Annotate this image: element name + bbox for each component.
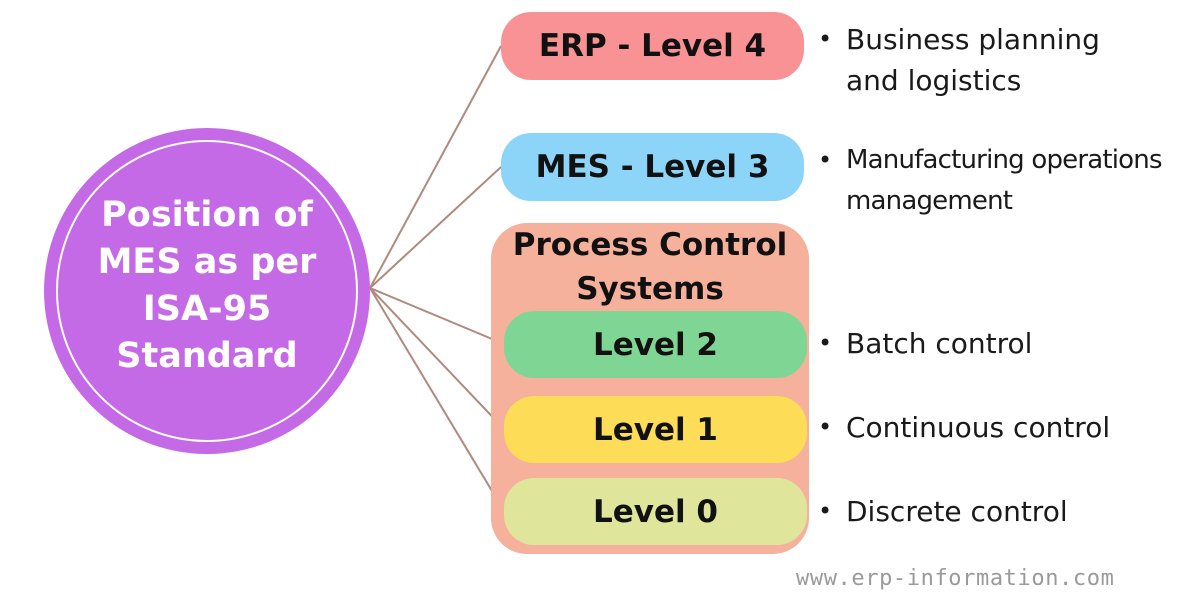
level-2-box: Level 2: [504, 311, 807, 378]
process-control-systems-title: Process Control Systems: [512, 227, 788, 307]
level-0-description: • Discrete control: [818, 491, 1068, 532]
connector-level0: [369, 287, 505, 512]
erp-description: • Business planning and logistics: [818, 19, 1100, 101]
watermark: www.erp-information.com: [796, 566, 1115, 591]
bullet-icon: •: [818, 329, 833, 357]
central-ring: [56, 140, 358, 442]
level-1-description: • Continuous control: [818, 407, 1110, 448]
level-0-box: Level 0: [504, 478, 807, 545]
level-1-description-text: Continuous control: [846, 411, 1111, 444]
connector-level1: [369, 287, 505, 430]
central-title: Position of MES as per ISA-95 Standard: [97, 195, 317, 376]
mes-description-text: Manufacturing operations management: [846, 145, 1163, 216]
level-2-description: • Batch control: [818, 323, 1032, 364]
bullet-icon: •: [818, 497, 833, 525]
connector-erp: [369, 45, 502, 289]
connector-level2: [369, 287, 505, 345]
level-1-box: Level 1: [504, 396, 807, 463]
mes-level-3-box: MES - Level 3: [501, 133, 804, 201]
bullet-icon: •: [818, 25, 833, 53]
level-2-description-text: Batch control: [846, 327, 1033, 360]
level-0-description-text: Discrete control: [846, 495, 1068, 528]
erp-description-text: Business planning and logistics: [846, 23, 1100, 97]
bullet-icon: •: [818, 146, 833, 174]
mes-description: • Manufacturing operations management: [818, 140, 1163, 222]
bullet-icon: •: [818, 413, 833, 441]
erp-level-4-box: ERP - Level 4: [501, 12, 804, 80]
connector-mes: [369, 166, 502, 289]
central-circle: Position of MES as per ISA-95 Standard: [44, 128, 370, 454]
